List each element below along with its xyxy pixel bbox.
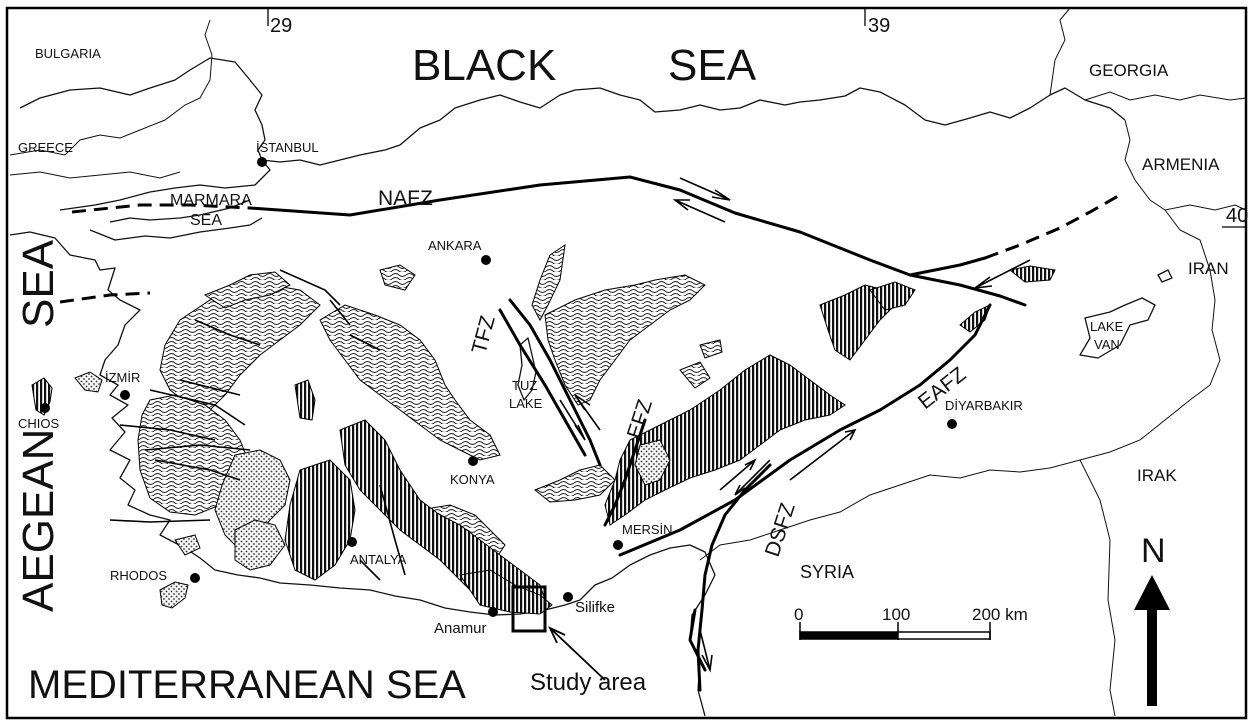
coastline-aegean-med [9,231,716,717]
city-dot-konya [468,456,478,466]
fault-eafz [618,303,992,557]
fault-arrows [559,177,1031,673]
label-silifke: Silifke [575,599,615,616]
label-aegean-word: AEGEAN [14,429,63,612]
fault-tfz-2 [498,308,587,457]
north-arrow-icon [1134,575,1170,706]
label-iran: IRAN [1188,259,1229,278]
label-tfz: TFZ [468,313,500,356]
fault-nafz-west [71,203,251,214]
label-aegean-sea-word: SEA [14,239,63,328]
city-dot-diyarbakir [947,419,957,429]
map-frame [5,6,1248,720]
unit-metamorphic [137,243,723,561]
fault-nafz-east-dash [984,193,1121,260]
lake-van [1079,297,1156,359]
unit-sedimentary [174,439,671,571]
lake-tuz [517,337,537,401]
label-dsfz: DSFZ [761,500,800,559]
fault-efz [603,418,647,527]
city-dot-rhodos [190,573,200,583]
border-bulgaria-greece [9,19,213,156]
label-anamur: Anamur [434,620,487,637]
label-tuz-1: TUZ [512,378,537,393]
unit-ophiolite [284,265,1056,615]
label-georgia: GEORGIA [1089,61,1169,80]
fault-tfz [508,298,602,467]
label-tuz-2: LAKE [509,396,543,411]
island-lesbos [74,371,103,393]
border-greece-south [9,171,181,179]
city-dot-ankara [481,255,491,265]
border-georgia-north [1049,7,1071,96]
label-van-2: VAN [1094,337,1120,352]
label-diyarbakir: DİYARBAKIR [945,398,1023,413]
lake-small-east [1157,269,1173,283]
fault-dsfz [696,463,772,692]
city-dot-silifke [563,592,573,602]
fault-central [359,484,406,581]
label-marmara-2: SEA [190,212,222,229]
label-antalya: ANTALYA [350,552,407,567]
label-greece: GREECE [18,140,73,155]
label-rhodos: RHODOS [110,568,167,583]
fault-west-anatolia-1 [109,269,381,523]
label-marmara-1: MARMARA [170,192,252,209]
city-dot-chios [40,403,50,413]
label-irak: IRAK [1137,466,1177,485]
city-dot-izmir [120,390,130,400]
label-istanbul: İSTANBUL [256,140,319,155]
border-iran [1164,209,1221,386]
coastline-black-sea [19,57,1126,166]
study-area-box [511,585,547,633]
scale-tick-0: 0 [794,605,803,624]
city-dot-mersin [613,540,623,550]
label-mersin: MERSİN [622,522,673,537]
label-nafz: NAFZ [378,187,433,210]
label-van-1: LAKE [1090,319,1124,334]
scale-tick-200: 200 km [972,605,1028,624]
study-area-arrow [548,626,606,681]
city-dot-istanbul [257,157,267,167]
border-irak-syria [1079,459,1116,717]
label-mediterranean: MEDITERRANEAN SEA [28,663,466,707]
graticule-label-40: 40 [1226,205,1248,227]
label-syria: SYRIA [800,562,854,582]
scale-tick-100: 100 [882,605,910,624]
fault-dsfz-2 [688,608,707,672]
fault-aegean [59,291,151,304]
fault-nafz [248,175,1027,307]
border-syria-turkey [699,384,1211,561]
label-chios: CHIOS [18,416,60,431]
north-label: N [1141,532,1166,570]
border-armenia-georgia [1084,91,1247,211]
label-ankara: ANKARA [428,238,482,253]
label-bulgaria: BULGARIA [35,46,101,61]
label-armenia: ARMENIA [1142,155,1220,174]
scale-bar [799,622,991,640]
city-dot-anamur [488,607,498,617]
island-rhodos [159,581,189,609]
label-konya: KONYA [450,472,495,487]
graticule-label-29: 29 [270,15,292,37]
label-study-area: Study area [530,669,647,696]
graticule-label-39: 39 [868,15,890,37]
label-black-sea-1: BLACK [412,41,556,90]
fault-nafz-east [908,256,987,277]
label-izmir: İZMİR [105,370,140,385]
city-dot-antalya [347,537,357,547]
label-black-sea-2: SEA [668,41,757,90]
